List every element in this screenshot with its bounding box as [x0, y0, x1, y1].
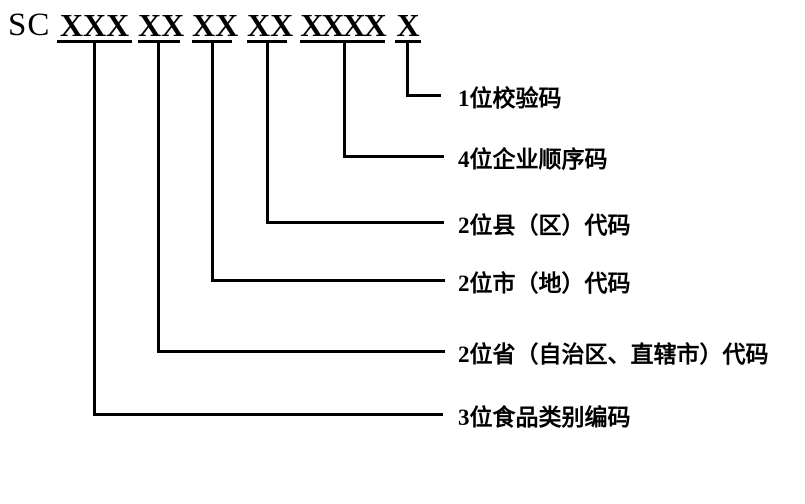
code-group-county: XX: [247, 7, 294, 43]
connector-vertical-city: [211, 43, 214, 282]
label-food-category-code: 3位食品类别编码: [458, 405, 631, 430]
label-check-code: 1位校验码: [458, 86, 562, 111]
code-group-province: XX: [138, 7, 185, 43]
connector-vertical-county: [266, 43, 269, 224]
connector-horizontal-province: [157, 350, 445, 353]
connector-horizontal-county: [266, 221, 444, 224]
connector-horizontal-food-category: [93, 413, 443, 416]
code-group-enterprise-sequence: XXXX: [300, 7, 387, 43]
code-group-food-category: XXX: [57, 8, 132, 43]
connector-vertical-check: [406, 43, 409, 97]
connector-horizontal-check: [406, 94, 441, 97]
code-group-city: XX: [192, 7, 239, 43]
label-province-code: 2位省（自治区、直辖市）代码: [458, 342, 769, 367]
connector-vertical-province: [157, 43, 160, 353]
code-prefix: SC: [8, 7, 51, 43]
code-group-check: X: [395, 7, 421, 43]
connector-vertical-food-category: [93, 43, 96, 416]
label-enterprise-sequence-code: 4位企业顺序码: [458, 147, 608, 172]
connector-horizontal-enterprise-sequence: [343, 155, 444, 158]
label-county-code: 2位县（区）代码: [458, 213, 631, 238]
connector-vertical-enterprise-sequence: [343, 43, 346, 158]
label-city-code: 2位市（地）代码: [458, 271, 631, 296]
connector-horizontal-city: [211, 279, 445, 282]
